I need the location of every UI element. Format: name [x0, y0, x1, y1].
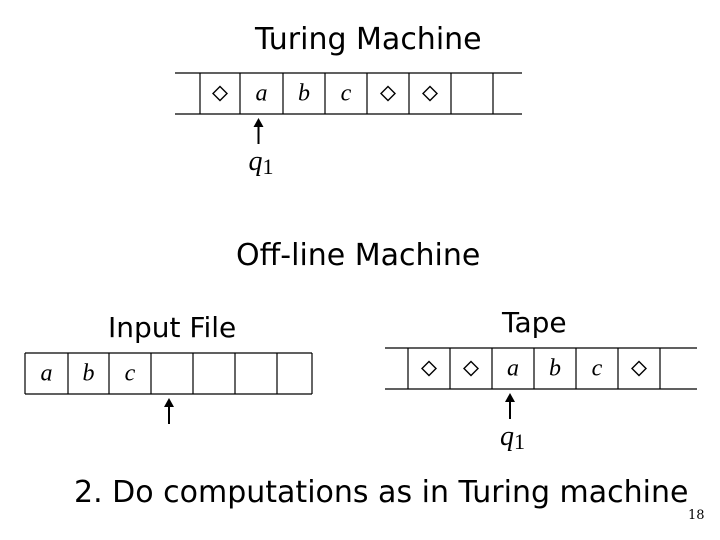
- offline-tape-cell-symbol: c: [592, 356, 603, 382]
- tm-tape-blank-diamond-icon: [380, 85, 396, 102]
- offline-tape-blank-diamond-icon: [631, 360, 647, 377]
- tm-tape-cell-symbol: c: [341, 81, 352, 107]
- tm-tape-blank-diamond-icon: [212, 85, 228, 102]
- tm-tape-cell-symbol: b: [298, 81, 310, 107]
- tm-tape-blank-diamond-icon: [422, 85, 438, 102]
- step-text: 2. Do computations as in Turing machine: [74, 475, 689, 510]
- input-file-label: Input File: [108, 311, 237, 344]
- page-number: 18: [688, 508, 705, 523]
- offline-tape-head-state: q1: [500, 421, 525, 454]
- offline-tape-cell-symbol: a: [507, 356, 519, 382]
- input-file-head-arrowhead-icon: [164, 398, 174, 407]
- offline-tape-blank-diamond-icon: [463, 360, 479, 377]
- offline-tape-cell-symbol: b: [549, 356, 561, 382]
- offline-tape-blank-diamond-icon: [421, 360, 437, 377]
- offline-machine-title: Off-line Machine: [236, 238, 481, 273]
- tm-tape-head-state: q1: [249, 146, 274, 179]
- input-file-cell-symbol: b: [83, 361, 95, 387]
- turing-machine-title: Turing Machine: [255, 22, 482, 57]
- offline-tape-head-arrowhead-icon: [505, 393, 515, 402]
- input-file-cell-symbol: a: [41, 361, 53, 387]
- tm-tape-head-arrowhead-icon: [253, 118, 264, 127]
- tm-tape-cell-symbol: a: [256, 81, 268, 107]
- tape-label: Tape: [502, 306, 567, 339]
- input-file-cell-symbol: c: [125, 361, 136, 387]
